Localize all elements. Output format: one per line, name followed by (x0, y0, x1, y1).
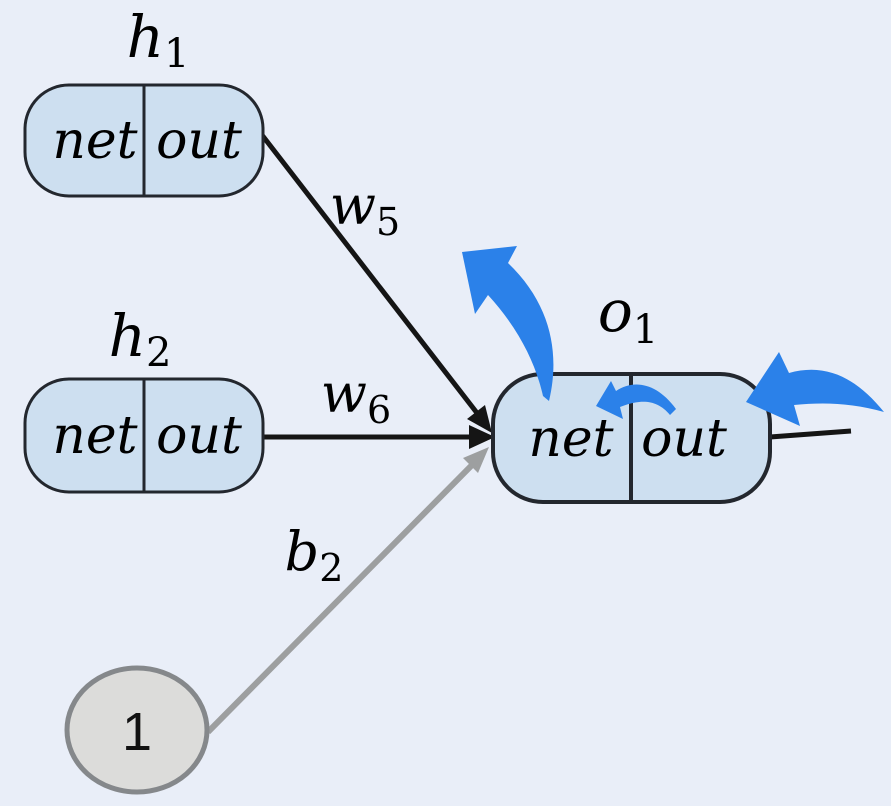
edge-w6-arrowhead-icon (469, 425, 495, 449)
node-o1-title: o1 (598, 277, 658, 353)
node-h2-title: h2 (109, 302, 172, 376)
node-bias-body (64, 665, 210, 795)
node-h1-out-label: out (156, 111, 242, 171)
node-o1-out-label: out (641, 409, 727, 469)
edge-b2-arrowhead-icon (463, 447, 489, 473)
edge-w5-line (260, 133, 479, 415)
node-o1: net out (491, 372, 772, 504)
node-h2-net-label: net (52, 406, 137, 466)
node-h1: net out (23, 83, 265, 198)
backprop-arrow-right-icon (746, 352, 884, 426)
edge-b2-label: b2 (285, 520, 344, 590)
node-h2-out-label: out (156, 406, 242, 466)
node-h2: net out (23, 377, 265, 494)
node-h1-title: h1 (127, 3, 190, 77)
node-o1-net-label: net (528, 409, 613, 469)
edge-w5 (260, 133, 492, 433)
node-bias-label: 1 (122, 702, 152, 762)
edge-w5-label: w5 (330, 174, 400, 244)
edge-w6-label: w6 (321, 362, 391, 432)
node-h1-net-label: net (52, 111, 137, 171)
edge-w6 (263, 425, 495, 449)
edge-w5-arrowhead-icon (467, 405, 492, 433)
edge-b2 (205, 447, 489, 735)
edge-output-line (769, 428, 852, 440)
backprop-arrow-top-icon (462, 246, 554, 401)
node-bias: 1 (64, 665, 210, 795)
edge-b2-line (205, 460, 477, 735)
backprop-arrow-inner-icon (596, 381, 676, 419)
